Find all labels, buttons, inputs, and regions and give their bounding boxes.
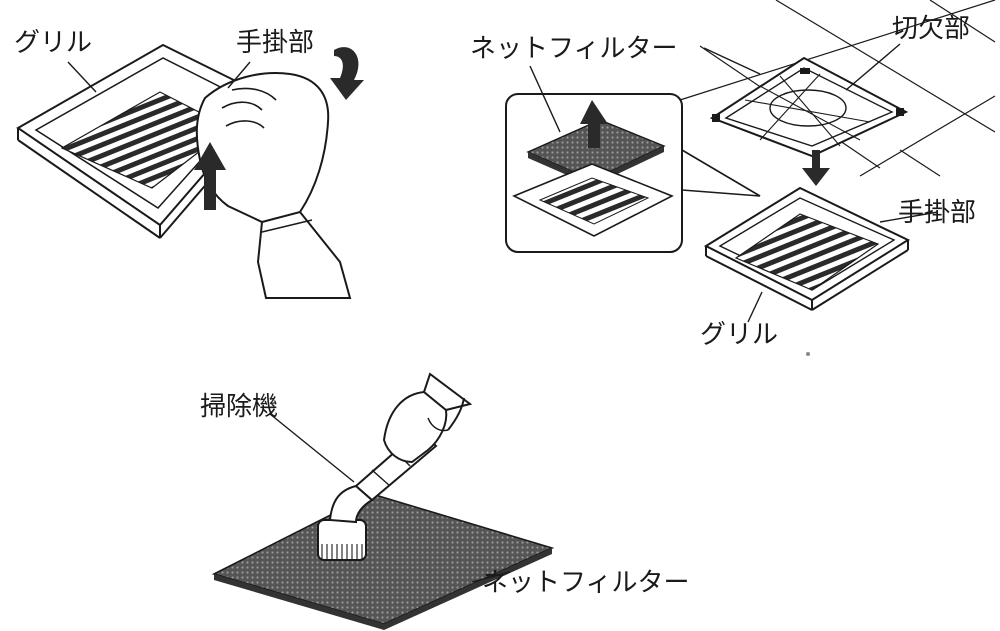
label-grille-1: グリル [14,28,93,58]
label-notch: 切欠部 [892,14,971,44]
up-arrow-inset-icon [580,100,608,148]
curved-arrow-icon [330,47,364,100]
vacuum-cleaning-figure [211,372,555,630]
label-grille-2: グリル [700,320,779,350]
label-vacuum: 掃除機 [200,392,279,422]
label-handle-1: 手掛部 [236,28,315,58]
grille-slots-right [734,213,880,291]
ceiling-unit [709,56,909,158]
net-filter-sheet [211,493,555,625]
label-handle-2: 手掛部 [898,198,977,228]
sleeve [256,210,352,299]
ceiling-unit-figure [505,0,996,323]
label-net-filter-2: ネットフィルター [482,568,690,598]
hand-icon [195,72,330,224]
down-arrow-icon [802,150,830,186]
up-arrow-icon [194,142,226,210]
label-net-filter-1: ネットフィルター [470,34,678,64]
grille-removal-figure [16,43,364,299]
